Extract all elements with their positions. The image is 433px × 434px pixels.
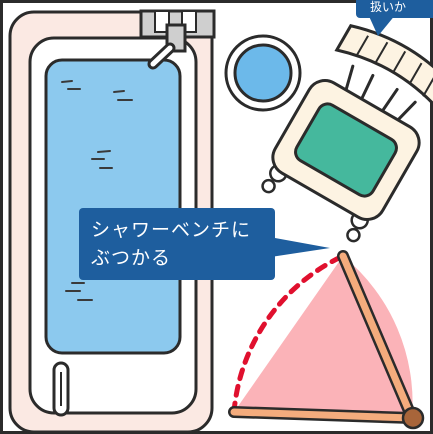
water-ripples <box>61 80 133 301</box>
collision-callout: シャワーベンチに ぶつかる <box>79 208 275 280</box>
faucet-icon <box>139 9 216 70</box>
door-swing-arc <box>231 253 346 415</box>
door-swing-icon <box>228 250 425 430</box>
callout-tail <box>264 236 330 258</box>
corner-callout-text: 扱いか <box>370 0 407 14</box>
door-closed-position <box>230 408 416 422</box>
callout-line-2: ぶつかる <box>91 247 172 269</box>
callout-line-1: シャワーベンチに <box>91 219 252 241</box>
door-panel <box>339 252 416 422</box>
corner-callout: 扱いか <box>356 0 433 18</box>
door-hinge <box>401 406 425 430</box>
drain-icon <box>224 34 302 112</box>
water <box>44 58 182 355</box>
corner-callout-tail <box>368 14 396 36</box>
shower-bench-icon <box>261 24 433 243</box>
